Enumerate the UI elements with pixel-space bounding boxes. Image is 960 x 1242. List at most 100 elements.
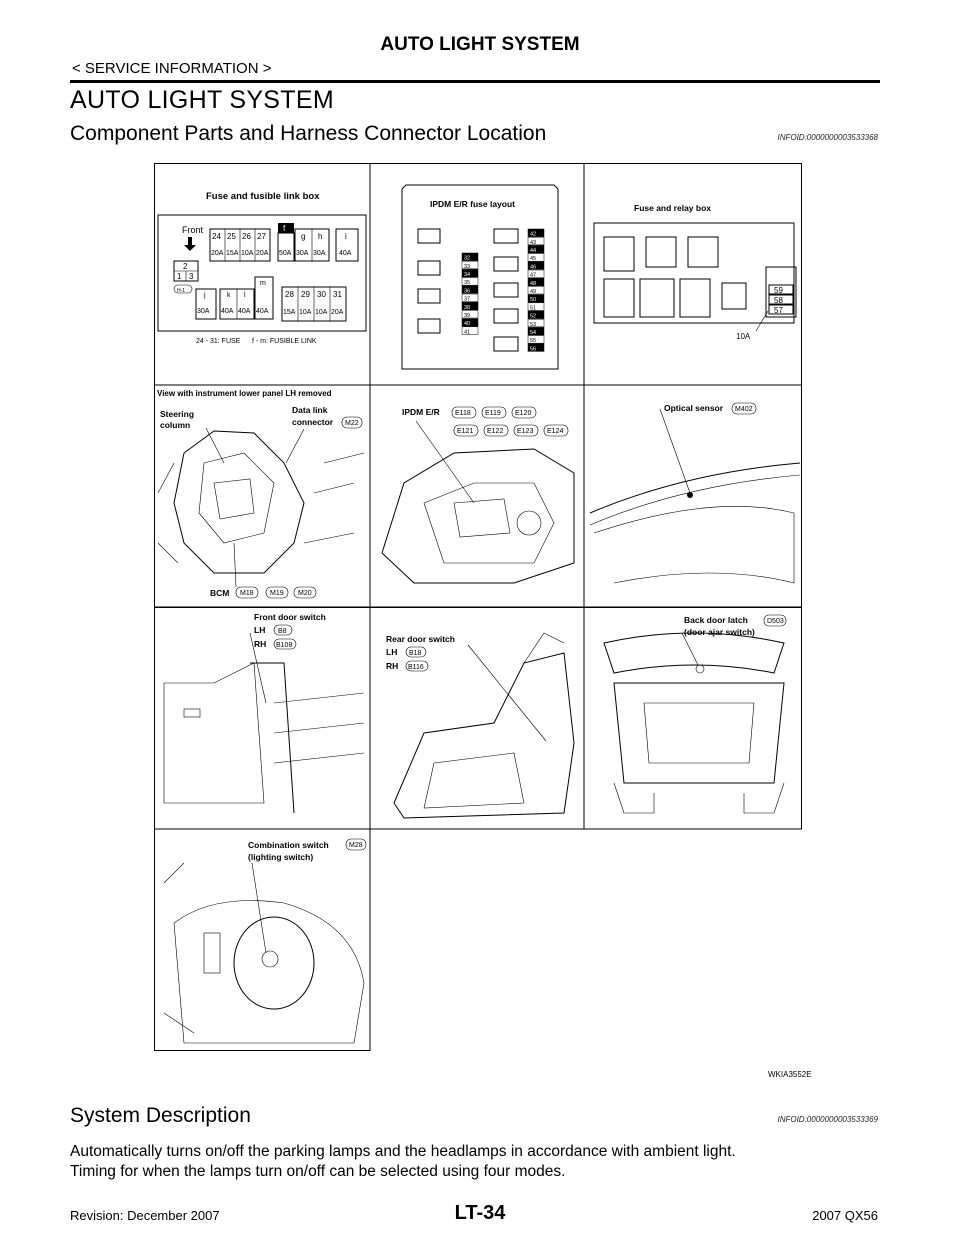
instrument-caption: View with instrument lower panel LH remo… <box>157 389 332 398</box>
connector-tag <box>481 406 507 419</box>
fuse-num: 25 <box>227 232 236 241</box>
ipdm-fuse-cell <box>461 252 479 261</box>
connector-tag <box>483 424 509 437</box>
ipdm-fuse-num: 38 <box>464 305 470 311</box>
steering-label: Steering <box>160 409 194 419</box>
system-description-infoid: INFOID:0000000003533369 <box>777 1115 878 1124</box>
ipdm-fuse-num: 51 <box>530 305 536 311</box>
optical-label: Optical sensor <box>664 403 724 413</box>
component-parts-infoid: INFOID:0000000003533368 <box>777 133 878 142</box>
connector-tag: B108 <box>276 642 292 649</box>
connector-tag-label: E123 <box>517 428 533 435</box>
connector-tag: B8 <box>278 628 287 635</box>
connector-tag <box>511 406 537 419</box>
breadcrumb: < SERVICE INFORMATION > <box>72 60 272 77</box>
relay-fuse-num: 58 <box>774 296 783 305</box>
fuse-amp: 20A <box>331 309 344 316</box>
link-letter: g <box>301 232 305 241</box>
fuse-num: 30 <box>317 290 326 299</box>
connector-tag <box>543 424 569 437</box>
link-amp: 40A <box>238 308 251 315</box>
link-amp: 40A <box>256 308 269 315</box>
system-description-line1: Automatically turns on/off the parking l… <box>70 1143 736 1160</box>
ipdm-fuse-cell <box>461 260 479 270</box>
steering-label: column <box>160 420 190 430</box>
bottom-fuses: 28 29 30 31 15A 10A 10A 20A <box>281 286 347 322</box>
fuse-legend: 24 - 31: FUSE f - m: FUSIBLE LINK <box>196 338 317 345</box>
fuse-amp: 20A <box>256 250 269 257</box>
fuse-num: 26 <box>242 232 251 241</box>
connector-tag: M28 <box>349 842 363 849</box>
ipdm-fuse-cell <box>461 285 479 294</box>
front-arrow-icon <box>184 237 196 251</box>
ipdm-fuse-num: 37 <box>464 297 470 303</box>
ipdm-fuse-cell <box>527 228 545 237</box>
ipdm-fuse-cell <box>527 253 545 262</box>
ipdm-fuse-cell <box>527 294 545 303</box>
ipdm-fuse-cell <box>527 286 545 295</box>
ipdm-fuse-cell <box>527 343 545 352</box>
ipdm-fuse-cell <box>527 277 545 287</box>
combination-label: Combination switch <box>248 840 329 850</box>
footer-revision: Revision: December 2007 <box>70 1208 220 1223</box>
page-header-title: AUTO LIGHT SYSTEM <box>380 34 580 55</box>
ipdm-fuse-cell <box>527 302 545 311</box>
connector-tag: M18 <box>240 590 254 597</box>
combination-label2: (lighting switch) <box>248 852 313 862</box>
fuse-amp: 10A <box>299 309 312 316</box>
footer-model: 2007 QX56 <box>812 1208 878 1223</box>
link-letter: f <box>283 224 286 233</box>
relay-box-panel: Fuse and relay box 59 58 57 10A <box>593 203 797 341</box>
fuse-num: 27 <box>257 232 266 241</box>
front-door-label: Front door switch <box>254 612 326 622</box>
front-label: Front <box>182 225 204 235</box>
system-description-heading: System Description <box>70 1104 251 1127</box>
ipdm-loc-label: IPDM E/R <box>402 407 440 417</box>
fuse-amp: 10A <box>315 309 328 316</box>
ipdm-fuse-panel: IPDM E/R fuse layout 3233343536373839404… <box>401 184 559 370</box>
ipdm-fuse-cell <box>461 301 479 311</box>
ipdm-fuse-cell <box>461 310 479 319</box>
figure-svg: .ln { stroke:#000; fill:none; stroke-wid… <box>154 163 802 1051</box>
fuse-box-panel: Fuse and fusible link box Front 24 25 26… <box>157 191 367 345</box>
connector-tag-label: E118 <box>455 410 471 417</box>
ipdm-fuse-num: 50 <box>530 297 536 303</box>
ipdm-fuse-num: 48 <box>530 281 536 287</box>
connector-tag: B18 <box>409 650 422 657</box>
bcm-label: BCM <box>210 588 229 598</box>
front-door-panel: Front door switch LH B8 RH B108 <box>163 612 365 814</box>
link-amp: 50A <box>279 250 292 257</box>
ipdm-fuse-cell <box>527 327 545 336</box>
fuse-amp: 20A <box>211 250 224 257</box>
ipdm-title: IPDM E/R fuse layout <box>430 199 515 209</box>
connector-tag: M402 <box>735 406 753 413</box>
relay-amp: 10A <box>736 332 751 341</box>
back-door-panel: Back door latch D503 (door ajar switch) <box>603 614 787 814</box>
lh-label: LH <box>386 647 397 657</box>
ipdm-fuse-num: 35 <box>464 280 470 286</box>
ipdm-fuse-num: 33 <box>464 264 470 270</box>
ipdm-fuse-cell <box>527 261 545 270</box>
relay-fuse-num: 59 <box>774 286 783 295</box>
link-amp: 30A <box>313 250 326 257</box>
fuse-num: 29 <box>301 290 310 299</box>
connector-tag <box>453 424 479 437</box>
ipdm-fuse-num: 36 <box>464 288 470 294</box>
fuse-amp: 10A <box>241 250 254 257</box>
ipdm-fuse-num: 32 <box>464 256 470 262</box>
connector-tag-label: E121 <box>457 428 473 435</box>
relay-num: 1 <box>177 272 182 281</box>
relay-fuse-num: 57 <box>774 306 783 315</box>
ipdm-fuse-cell <box>527 335 545 344</box>
optical-sensor-panel: Optical sensor M402 <box>589 402 801 584</box>
link-letter: m <box>260 280 266 287</box>
ipdm-fuse-cell <box>461 318 479 327</box>
ipdm-fuse-cell <box>527 269 545 278</box>
component-location-figure: .ln { stroke:#000; fill:none; stroke-wid… <box>154 163 802 1051</box>
ipdm-fuse-num: 46 <box>530 264 536 270</box>
link-letter: l <box>244 292 246 299</box>
link-amp: 40A <box>339 250 352 257</box>
ipdm-fuse-num: 39 <box>464 313 470 319</box>
ipdm-fuse-cell <box>461 269 479 278</box>
